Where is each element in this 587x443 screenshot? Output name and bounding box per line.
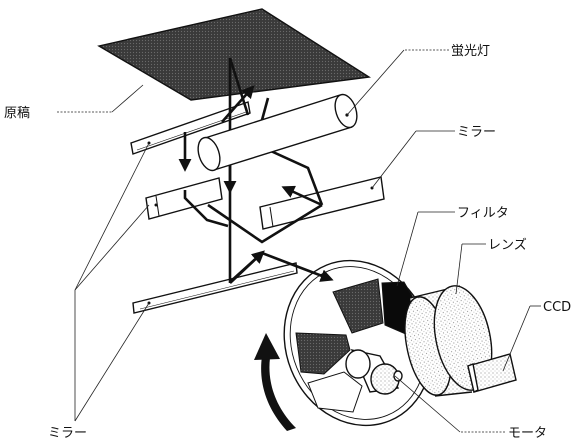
label-original: 原稿 [4, 105, 30, 121]
ccd-sensor [467, 353, 517, 394]
label-motor: モータ [508, 426, 547, 441]
label-mirror-bottom: ミラー [48, 426, 87, 441]
label-lens: レンズ [488, 237, 527, 253]
filter-segment-left [295, 332, 351, 375]
mirror-lower [132, 262, 298, 314]
filter-segment-upper [332, 278, 384, 334]
filter-segment-lower [307, 371, 363, 413]
fluorescent-lamp [197, 93, 358, 172]
label-mirror-top: ミラー [457, 125, 496, 140]
original-document [97, 8, 372, 101]
mirror-upper [130, 101, 251, 155]
light-path [178, 57, 334, 284]
filter-wheel [283, 259, 433, 427]
leader-lines [57, 49, 541, 433]
label-fluorescent-lamp: 蛍光灯 [451, 44, 490, 59]
curved-arrow-up-icon [254, 333, 296, 431]
label-ccd: CCD [543, 300, 571, 315]
motor-shaft [345, 349, 403, 395]
label-filter: フィルタ [457, 206, 509, 221]
